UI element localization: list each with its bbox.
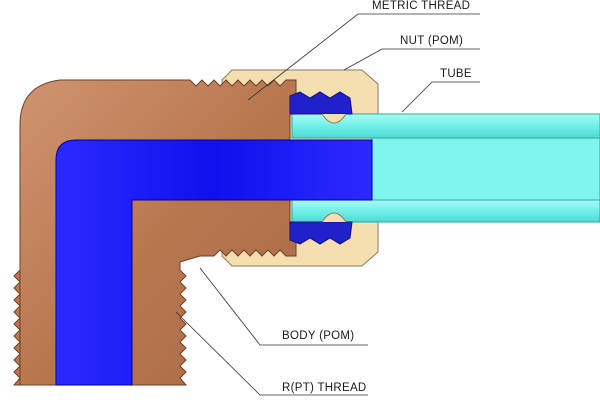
- leader-lines: [175, 13, 480, 396]
- leader-rpt-thread: [175, 311, 368, 396]
- tube-body: [371, 137, 600, 201]
- internal-bore: [55, 139, 373, 386]
- label-body: BODY (POM): [282, 330, 355, 342]
- label-tube: TUBE: [440, 68, 472, 80]
- tube-lower-wall: [291, 199, 600, 223]
- label-metric-thread: METRIC THREAD: [372, 0, 471, 12]
- body-left-thread: [12, 268, 21, 386]
- lower-grip-bump: [321, 212, 347, 223]
- leader-nut: [343, 48, 480, 71]
- leader-body: [199, 267, 368, 346]
- leader-tube: [401, 81, 480, 113]
- upper-seal-ring: [289, 91, 353, 115]
- label-nut: NUT (POM): [400, 35, 464, 47]
- leader-metric-thread: [247, 13, 480, 101]
- upper-grip-bump: [321, 113, 347, 124]
- label-rpt-thread: R(PT) THREAD: [282, 382, 367, 394]
- lower-seal-ring: [289, 221, 353, 245]
